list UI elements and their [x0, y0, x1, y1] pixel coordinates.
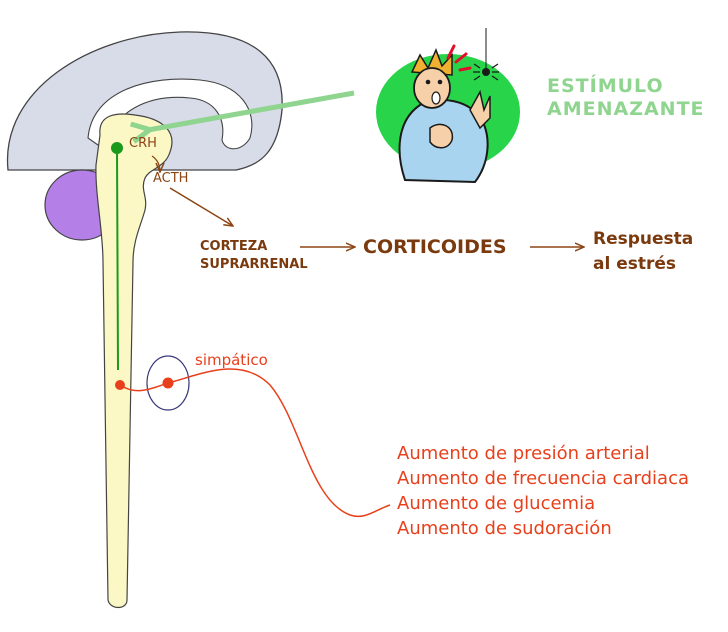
corticoids-label: CORTICOIDES	[363, 236, 507, 258]
green-neuron-body	[111, 142, 123, 154]
adrenal-cortex-label: CORTEZA SUPRARRENAL	[200, 238, 308, 274]
acth-adrenal-arrow	[169, 187, 233, 226]
preganglionic-fiber	[119, 382, 169, 392]
response-line-1: Respuesta	[593, 229, 694, 249]
figure-hand	[429, 123, 454, 149]
crh-acth-arrow	[151, 155, 160, 172]
adrenal-line-1: CORTEZA	[200, 239, 268, 254]
figure-head	[413, 67, 451, 109]
figure-eye	[437, 79, 443, 85]
effect-item: Aumento de glucemia	[397, 493, 596, 514]
sympathetic-ganglion	[146, 355, 190, 411]
sympathetic-label: simpático	[195, 351, 268, 369]
corpus-callosum	[87, 78, 253, 151]
postganglionic-fiber	[167, 368, 391, 517]
stimulus-line-1: ESTÍMULO	[547, 75, 664, 97]
green-neuron-axon	[116, 147, 119, 371]
figure-mouth	[431, 91, 441, 105]
stimulus-label: ESTÍMULO AMENAZANTE	[547, 75, 705, 121]
frightened-person-illustration	[376, 28, 520, 184]
figure-hair	[410, 48, 453, 76]
stimulus-arrow	[148, 90, 355, 130]
effect-item: Aumento de frecuencia cardiaca	[397, 468, 689, 489]
stress-response-label: Respuesta al estrés	[593, 227, 693, 277]
spinal-cord	[95, 113, 173, 609]
effects-list: Aumento de presión arterial Aumento de f…	[397, 441, 689, 541]
spider-icon	[473, 63, 499, 81]
alarm-marks	[446, 44, 472, 72]
figure-eye	[425, 79, 431, 85]
effect-item: Aumento de sudoración	[397, 518, 612, 539]
crh-label: CRH	[129, 136, 157, 151]
effect-item: Aumento de presión arterial	[397, 443, 650, 464]
acth-label: ACTH	[153, 171, 189, 186]
adrenal-line-2: SUPRARRENAL	[200, 257, 308, 272]
figure-hand	[469, 89, 491, 130]
response-line-2: al estrés	[593, 254, 677, 274]
stimulus-line-2: AMENAZANTE	[547, 97, 705, 120]
